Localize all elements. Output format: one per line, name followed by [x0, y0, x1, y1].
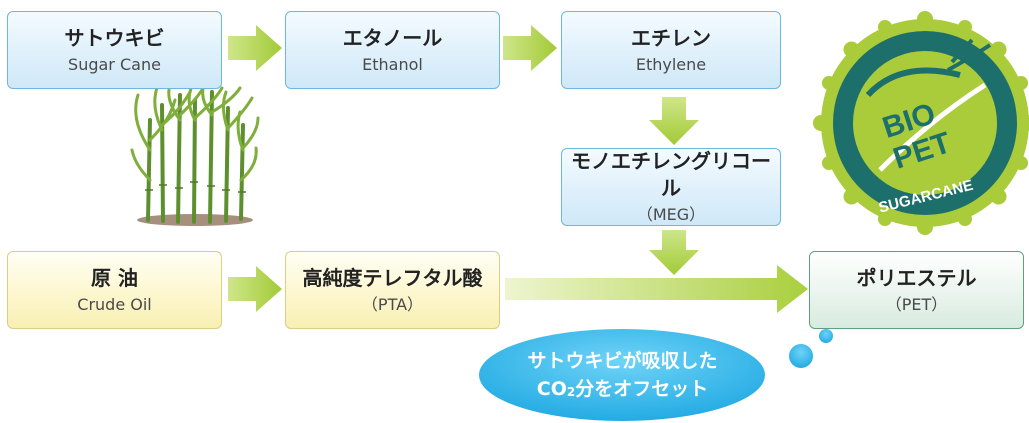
node-ethylene-en: Ethylene [635, 54, 707, 74]
node-pta-jp: 高純度テレフタル酸 [302, 265, 483, 290]
biopet-badge [813, 11, 1029, 235]
node-meg: モノエチレングリコール （MEG） [561, 148, 781, 226]
co2-bubble-shape [479, 329, 765, 421]
node-ethylene-jp: エチレン [631, 25, 711, 50]
node-crude-oil-jp: 原 油 [91, 265, 138, 290]
co2-bubble-line2: CO2分をオフセット [537, 375, 708, 404]
node-ethanol-en: Ethanol [362, 54, 423, 74]
arrow-ethanol-to-ethylene [503, 25, 557, 71]
node-ethanol-jp: エタノール [342, 25, 443, 50]
node-sugarcane-jp: サトウキビ [64, 25, 165, 50]
node-pet-en: （PET） [885, 294, 948, 314]
node-ethanol: エタノール Ethanol [285, 11, 500, 89]
badge-ring-text: SUGARCANE [877, 177, 975, 217]
co2-bubble-sub: 2 [566, 385, 576, 399]
node-pet-jp: ポリエステル [856, 265, 977, 290]
arrow-pta-to-pet [505, 265, 808, 313]
arrow-crudeoil-to-pta [228, 266, 282, 312]
node-crude-oil: 原 油 Crude Oil [7, 251, 222, 329]
node-ethylene: エチレン Ethylene [561, 11, 781, 89]
arrow-ethylene-to-meg [649, 97, 699, 145]
co2-bubble-suffix: 分をオフセット [575, 378, 709, 400]
node-sugarcane: サトウキビ Sugar Cane [7, 11, 222, 89]
node-pet: ポリエステル （PET） [809, 251, 1024, 329]
co2-bubble-co: CO [536, 378, 567, 400]
co2-bubble-text: サトウキビが吸収した CO2分をオフセット [480, 331, 765, 419]
node-pta-en: （PTA） [361, 294, 424, 314]
node-meg-jp: モノエチレングリコール [571, 149, 771, 201]
node-meg-en: （MEG） [636, 205, 706, 225]
arrow-meg-to-pet-line [649, 230, 699, 275]
bubble-dot-large [789, 344, 813, 368]
node-crude-oil-en: Crude Oil [77, 294, 152, 314]
co2-bubble-line1: サトウキビが吸収した [527, 349, 718, 372]
arrow-sugarcane-to-ethanol [228, 25, 282, 71]
bubble-dot-small [819, 329, 833, 343]
node-sugarcane-en: Sugar Cane [68, 54, 161, 74]
node-pta: 高純度テレフタル酸 （PTA） [285, 251, 500, 329]
